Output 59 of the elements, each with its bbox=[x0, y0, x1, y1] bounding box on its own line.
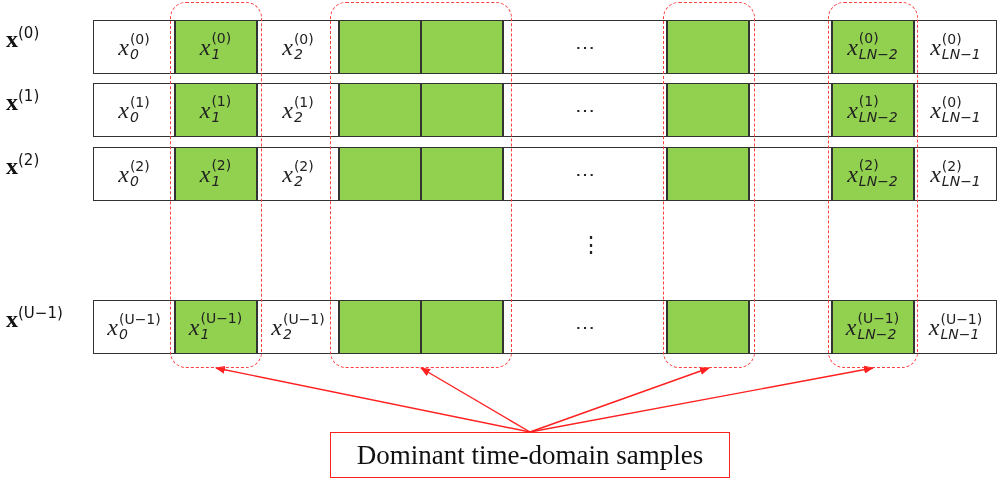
dominant-sample-cell bbox=[174, 82, 257, 137]
sample-cell bbox=[914, 300, 997, 354]
sample-cell bbox=[93, 83, 175, 137]
sample-cell bbox=[503, 20, 667, 74]
arrow bbox=[529, 367, 710, 433]
sample-cell bbox=[749, 20, 832, 74]
dashed-group-outline bbox=[663, 2, 755, 368]
dominant-sample-cell bbox=[666, 19, 749, 74]
sample-cell bbox=[93, 300, 175, 354]
ellipsis-label: ⋯ bbox=[575, 315, 595, 339]
dominant-sample-cell bbox=[420, 19, 503, 74]
dominant-sample-cell bbox=[174, 299, 257, 354]
sample-cell bbox=[503, 147, 667, 201]
callout-text: Dominant time-domain samples bbox=[356, 439, 704, 471]
row-label: x$^{(U−1)}$ bbox=[6, 304, 63, 333]
dominant-sample-cell bbox=[831, 82, 914, 137]
sample-cell bbox=[914, 83, 997, 137]
dominant-sample-cell bbox=[666, 82, 749, 137]
dominant-sample-cell bbox=[666, 299, 749, 354]
arrow bbox=[529, 365, 874, 433]
sample-cell bbox=[257, 147, 339, 201]
ellipsis-label: ⋯ bbox=[575, 162, 595, 186]
row-label: x$^{(2)}$ bbox=[6, 151, 40, 180]
dominant-sample-cell bbox=[338, 299, 421, 354]
dominant-sample-cell bbox=[420, 299, 503, 354]
dominant-sample-cell bbox=[831, 19, 914, 74]
dominant-sample-cell bbox=[831, 146, 914, 201]
sample-cell bbox=[749, 147, 832, 201]
arrow bbox=[215, 365, 531, 433]
sample-cell bbox=[914, 20, 997, 74]
sample-cell bbox=[257, 20, 339, 74]
dominant-sample-cell bbox=[420, 82, 503, 137]
row-label: x$^{(1)}$ bbox=[6, 87, 40, 116]
dominant-sample-cell bbox=[338, 146, 421, 201]
sample-cell bbox=[93, 20, 175, 74]
dominant-sample-cell bbox=[174, 146, 257, 201]
sample-cell bbox=[749, 83, 832, 137]
sample-cell bbox=[503, 300, 667, 354]
dominant-sample-cell bbox=[174, 19, 257, 74]
vertical-ellipsis: ⋮ bbox=[580, 232, 602, 258]
sample-cell bbox=[914, 147, 997, 201]
sample-cell bbox=[257, 300, 339, 354]
dominant-sample-cell bbox=[420, 146, 503, 201]
dominant-sample-cell bbox=[831, 299, 914, 354]
sample-cell bbox=[749, 300, 832, 354]
sample-cell bbox=[503, 83, 667, 137]
dominant-sample-cell bbox=[338, 82, 421, 137]
callout-box bbox=[330, 432, 730, 478]
dominant-sample-cell bbox=[338, 19, 421, 74]
row-label: x$^{(0)}$ bbox=[6, 24, 40, 53]
arrow bbox=[420, 367, 531, 433]
dashed-group-outline bbox=[330, 2, 512, 368]
dominant-sample-cell bbox=[666, 146, 749, 201]
sample-cell bbox=[257, 83, 339, 137]
ellipsis-label: ⋯ bbox=[575, 35, 595, 59]
sample-cell bbox=[93, 147, 175, 201]
ellipsis-label: ⋯ bbox=[575, 98, 595, 122]
dashed-group-outline bbox=[170, 2, 262, 368]
dashed-group-outline bbox=[828, 2, 918, 368]
